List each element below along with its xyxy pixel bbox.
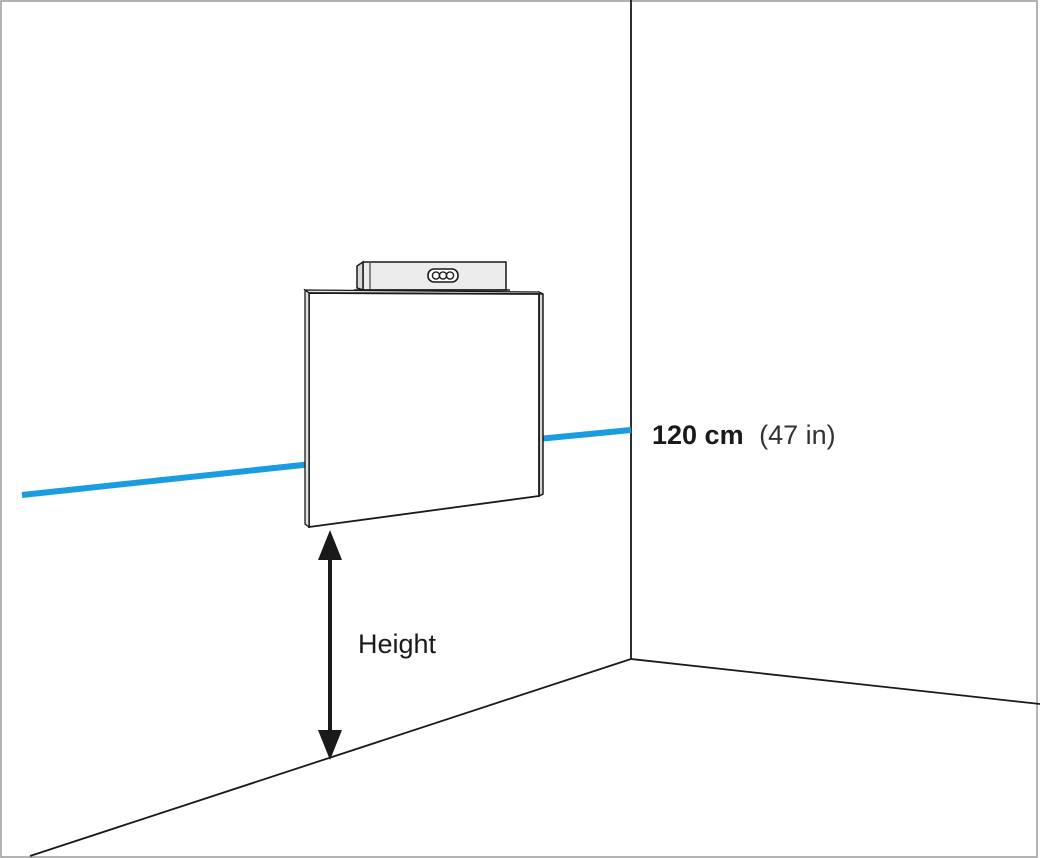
height-label: Height (358, 629, 437, 659)
mounting-height-label: 120 cm (47 in) (652, 420, 836, 450)
mounting-height-imperial: (47 in) (759, 420, 836, 450)
right-floor-edge (630, 658, 1040, 705)
display-bezel-left (304, 288, 310, 529)
mounting-height-metric: 120 cm (652, 420, 744, 450)
camera-lens-icon (445, 271, 455, 280)
height-dimension-arrow (318, 530, 342, 760)
height-arrow-down-head (318, 730, 342, 760)
video-bar-end-cap (356, 260, 364, 292)
mounting-height-guide-line-left (21, 461, 313, 498)
mounting-height-guide-line-right (537, 427, 632, 442)
display-front-panel (308, 292, 540, 529)
height-arrow-up-head (318, 530, 342, 560)
wall-mounted-display (303, 288, 544, 529)
video-bar-device (354, 260, 510, 292)
